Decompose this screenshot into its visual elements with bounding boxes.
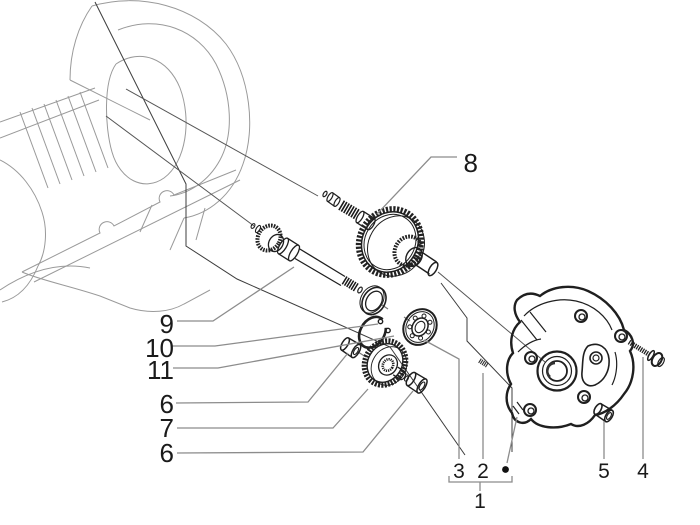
- cover-bolt-holes: [523, 309, 628, 417]
- part-driven-gear-shaft: [322, 190, 439, 278]
- callout-5: 5: [598, 460, 610, 483]
- part-shim-washer: [359, 285, 387, 316]
- callout-2: 2: [477, 460, 489, 483]
- cover-reference-dot: [502, 466, 509, 473]
- part-dowel-bush: [593, 402, 615, 423]
- callout-1: 1: [474, 490, 486, 513]
- part-circlip: [357, 315, 391, 349]
- callout-9: 9: [160, 309, 174, 339]
- callout-labels: 8 9 10 11 6 7 6 3 2 1 5 4: [145, 148, 649, 513]
- group-bracket: [448, 476, 513, 491]
- leader-6-rear: [176, 390, 414, 454]
- leader-6-front: [175, 352, 349, 404]
- callout-10: 10: [145, 333, 174, 363]
- crankcase-drawing: [0, 0, 251, 312]
- part-ball-bearing: [402, 308, 438, 346]
- detail-frame-lines: [94, 1, 513, 456]
- leader-11: [173, 335, 395, 369]
- callout-4: 4: [637, 460, 649, 483]
- part-drive-pinion-shaft: [250, 223, 363, 294]
- leader-9: [177, 266, 295, 322]
- leader-1: [506, 416, 518, 464]
- callout-11: 11: [147, 355, 174, 385]
- part-flange-bolt: [627, 339, 665, 368]
- part-intermediate-gear: [361, 338, 410, 388]
- callout-7: 7: [160, 413, 174, 443]
- part-stud: [478, 358, 489, 368]
- callout-8: 8: [464, 148, 478, 178]
- part-spacer-bush-front: [339, 337, 362, 359]
- leader-8: [376, 156, 457, 215]
- part-spacer-bush-rear: [405, 371, 428, 394]
- callout-6-front: 6: [160, 389, 174, 419]
- leader-3: [423, 339, 460, 459]
- part-reduction-cover: [505, 285, 635, 429]
- leader-10: [172, 323, 379, 347]
- leader-7: [177, 388, 369, 429]
- leader-lines: [172, 156, 644, 491]
- callout-3: 3: [453, 460, 465, 483]
- callout-6-rear: 6: [160, 438, 174, 468]
